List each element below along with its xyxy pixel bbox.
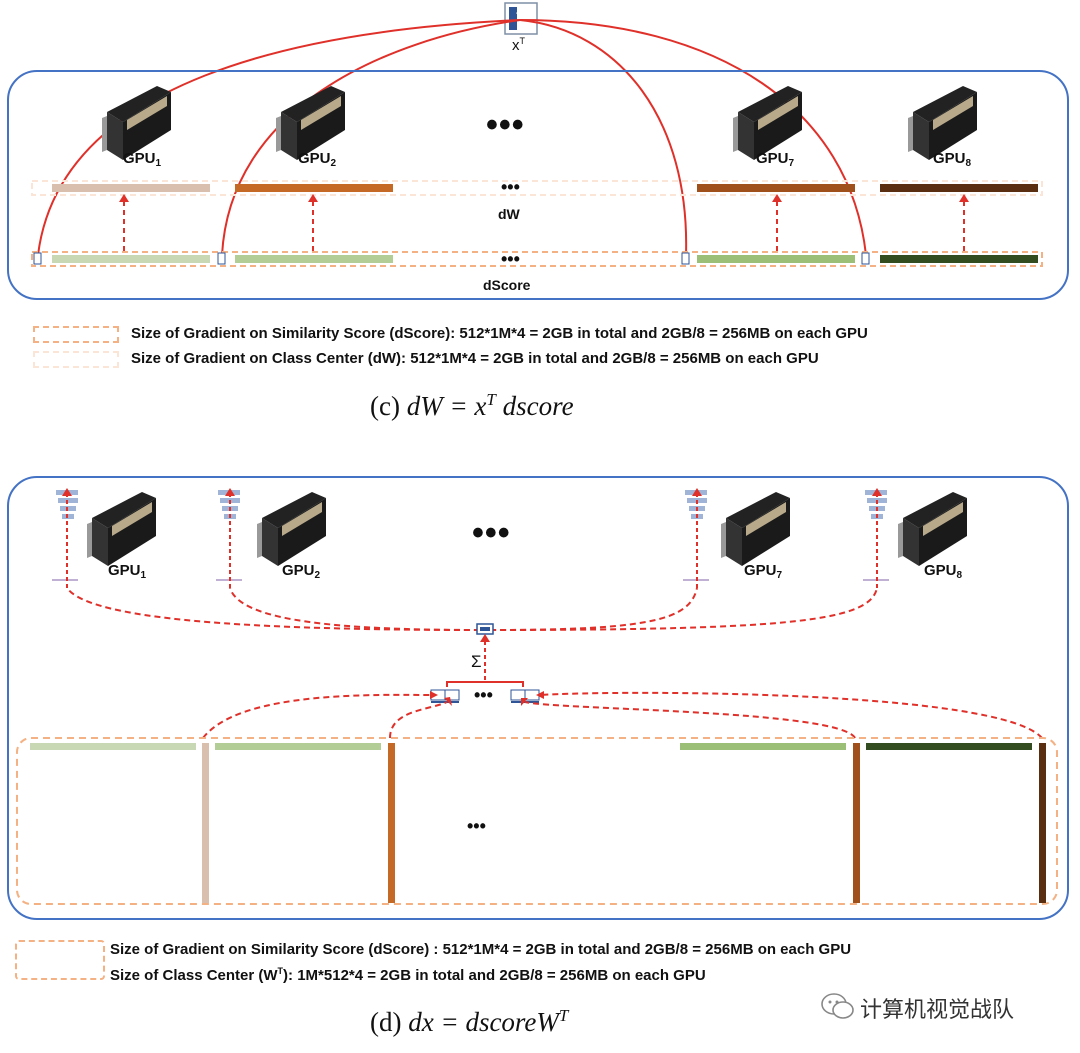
dw-label: dW	[498, 206, 520, 222]
xT-label: xT	[512, 36, 525, 54]
legend-wt-d: Size of Class Center (WT): 1M*512*4 = 2G…	[110, 966, 706, 984]
legend-dw-c: Size of Gradient on Class Center (dW): 5…	[131, 350, 819, 367]
legend-swatch-d	[15, 940, 105, 980]
gpu-label-2: GPU2	[282, 562, 320, 581]
gpu-card-icon	[716, 488, 794, 570]
wt-column-gpu8	[1039, 743, 1046, 903]
ellipsis-partial: •••	[474, 686, 493, 704]
gpu-label-7: GPU7	[756, 150, 794, 169]
wt-column-gpu7	[853, 743, 860, 903]
gpu-label-1: GPU1	[108, 562, 146, 581]
watermark-text: 计算机视觉战队	[860, 992, 1014, 1024]
gpu-label-1: GPU1	[123, 150, 161, 169]
gpu-card-icon	[893, 488, 971, 570]
gpu-label-8: GPU8	[924, 562, 962, 581]
broadcast-arrows	[67, 588, 877, 630]
caption-d: (d) dx = dscoreWT	[370, 1006, 568, 1038]
dscore-matrix-region	[17, 738, 1057, 904]
gpu-label-2: GPU2	[298, 150, 336, 169]
gpu-card-icon	[252, 488, 330, 570]
xT-minus-symbol: -	[516, 4, 521, 20]
legend-swatch-dscore	[33, 326, 119, 343]
legend-dscore-d: Size of Gradient on Similarity Score (dS…	[110, 941, 851, 958]
wechat-logo-icon	[820, 992, 856, 1027]
legend-swatch-dw	[33, 351, 119, 368]
wt-column-gpu1	[202, 743, 209, 903]
ellipsis-matrix: •••	[467, 817, 486, 835]
wt-column-gpu2	[388, 743, 395, 903]
ellipsis-gpus-d: •••	[472, 516, 511, 550]
ellipsis-dscore: •••	[501, 250, 520, 268]
ellipsis-gpus-c: •••	[486, 108, 525, 142]
sum-node-icon	[477, 624, 493, 634]
gpu-label-8: GPU8	[933, 150, 971, 169]
stack-icon-gpu1	[52, 490, 78, 580]
gpu-card-icon	[82, 488, 160, 570]
xT-vector-icon	[505, 3, 537, 34]
dscore-label: dScore	[483, 277, 530, 293]
ellipsis-dw: •••	[501, 178, 520, 196]
gpu-label-7: GPU7	[744, 562, 782, 581]
caption-c: (c) dW = xT dscore	[370, 390, 574, 422]
legend-dscore-c: Size of Gradient on Similarity Score (dS…	[131, 325, 868, 342]
sum-symbol: Σ	[471, 652, 482, 672]
